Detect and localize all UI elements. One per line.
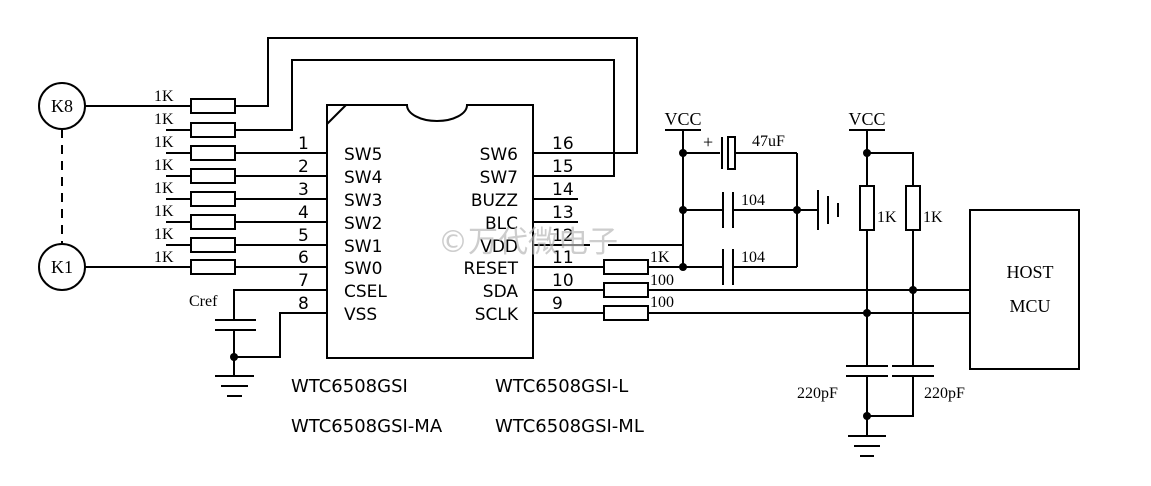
svg-text:11: 11 xyxy=(552,248,574,268)
cap-220pf-right-label: 220pF xyxy=(924,385,965,402)
key-k8-label: K8 xyxy=(51,96,73,116)
svg-text:SW7: SW7 xyxy=(480,168,518,188)
svg-text:SW5: SW5 xyxy=(344,145,382,165)
sda-resistor-label: 100 xyxy=(650,272,674,289)
svg-text:3: 3 xyxy=(298,180,309,200)
ic-wtc6508 xyxy=(326,104,534,359)
reset-resistor-label: 1K xyxy=(650,249,670,266)
svg-text:5: 5 xyxy=(298,226,309,246)
key-k1: K1 xyxy=(38,243,86,291)
svg-text:2: 2 xyxy=(298,157,309,177)
part-number-list: WTC6508GSI WTC6508GSI-L WTC6508GSI-MA WT… xyxy=(291,376,644,437)
svg-text:12: 12 xyxy=(552,226,574,246)
svg-text:8: 8 xyxy=(298,294,309,314)
svg-text:VDD: VDD xyxy=(480,237,518,257)
svg-text:1K: 1K xyxy=(154,111,174,128)
svg-text:16: 16 xyxy=(552,134,574,154)
svg-text:RESET: RESET xyxy=(464,259,519,279)
svg-text:SDA: SDA xyxy=(483,282,519,302)
cref-label: Cref xyxy=(189,293,218,310)
svg-text:1K: 1K xyxy=(154,157,174,174)
key-k1-label: K1 xyxy=(51,257,73,277)
svg-text:1K: 1K xyxy=(154,88,174,105)
vcc-left-label: VCC xyxy=(664,109,701,129)
cap-104-2-label: 104 xyxy=(741,249,765,266)
svg-text:1K: 1K xyxy=(154,226,174,243)
svg-text:6: 6 xyxy=(298,248,309,268)
pullup-1-label: 1K xyxy=(877,209,897,226)
host-label-line2: MCU xyxy=(1009,296,1050,316)
svg-text:7: 7 xyxy=(298,271,309,291)
ic-right-pin-numbers: 16 15 14 13 12 11 10 SCLK 9 xyxy=(552,134,574,314)
svg-text:13: 13 xyxy=(552,203,574,223)
svg-text:1K: 1K xyxy=(154,203,174,220)
ic-right-pin-names: SW6 SW7 BUZZ BLC VDD RESET SDA SCLK xyxy=(464,145,519,325)
svg-text:SW3: SW3 xyxy=(344,191,382,211)
cap-220pf-left-label: 220pF xyxy=(797,385,838,402)
sw6-loop-wire xyxy=(235,37,638,154)
key-k8: K8 xyxy=(38,82,86,130)
key-resistor-bank xyxy=(190,98,236,275)
svg-text:1: 1 xyxy=(298,134,309,154)
svg-text:SW4: SW4 xyxy=(344,168,382,188)
host-mcu-block: HOST MCU xyxy=(969,209,1080,370)
svg-text:9: 9 xyxy=(552,294,563,314)
svg-text:BLC: BLC xyxy=(485,214,518,234)
ic-left-pin-names: SW5 SW4 SW3 SW2 SW1 SW0 CSEL VSS xyxy=(344,145,387,325)
part-number-4: WTC6508GSI-ML xyxy=(495,416,644,437)
cap-plus-sign: + xyxy=(703,132,713,152)
svg-text:BUZZ: BUZZ xyxy=(471,191,518,211)
svg-text:1K: 1K xyxy=(154,249,174,266)
watermark: ©万代微电子 xyxy=(438,225,618,260)
pullup-2-label: 1K xyxy=(923,209,943,226)
ground-left xyxy=(215,375,254,397)
svg-text:SW0: SW0 xyxy=(344,259,382,279)
svg-text:15: 15 xyxy=(552,157,574,177)
part-number-3: WTC6508GSI-MA xyxy=(291,416,443,437)
part-number-1: WTC6508GSI xyxy=(291,376,408,397)
svg-text:10: 10 xyxy=(552,271,574,291)
svg-text:VSS: VSS xyxy=(344,305,377,325)
csel-wire xyxy=(233,289,327,320)
svg-text:CSEL: CSEL xyxy=(344,282,387,302)
key-resistor-labels: 1K 1K 1K 1K 1K 1K 1K 1K xyxy=(154,88,174,266)
svg-text:SW6: SW6 xyxy=(480,145,518,165)
series-resistors xyxy=(603,259,649,321)
ground-caps xyxy=(817,190,839,230)
host-label-line1: HOST xyxy=(1006,262,1053,282)
svg-text:SCLK: SCLK xyxy=(475,305,519,325)
cap-104-1-label: 104 xyxy=(741,192,765,209)
svg-text:1K: 1K xyxy=(154,180,174,197)
vss-wire xyxy=(234,312,327,358)
ic-left-pin-numbers: 1 2 3 4 5 6 7 8 xyxy=(298,134,309,314)
sw7-loop-wire xyxy=(235,59,615,177)
part-number-2: WTC6508GSI-L xyxy=(495,376,628,397)
svg-text:SW1: SW1 xyxy=(344,237,382,257)
ground-bus xyxy=(848,435,886,457)
cap-47uf-label: 47uF xyxy=(752,133,785,150)
vcc-right-label: VCC xyxy=(848,109,885,129)
svg-text:14: 14 xyxy=(552,180,574,200)
svg-text:4: 4 xyxy=(298,203,309,223)
sclk-resistor-label: 100 xyxy=(650,294,674,311)
svg-text:SW2: SW2 xyxy=(344,214,382,234)
svg-text:1K: 1K xyxy=(154,134,174,151)
